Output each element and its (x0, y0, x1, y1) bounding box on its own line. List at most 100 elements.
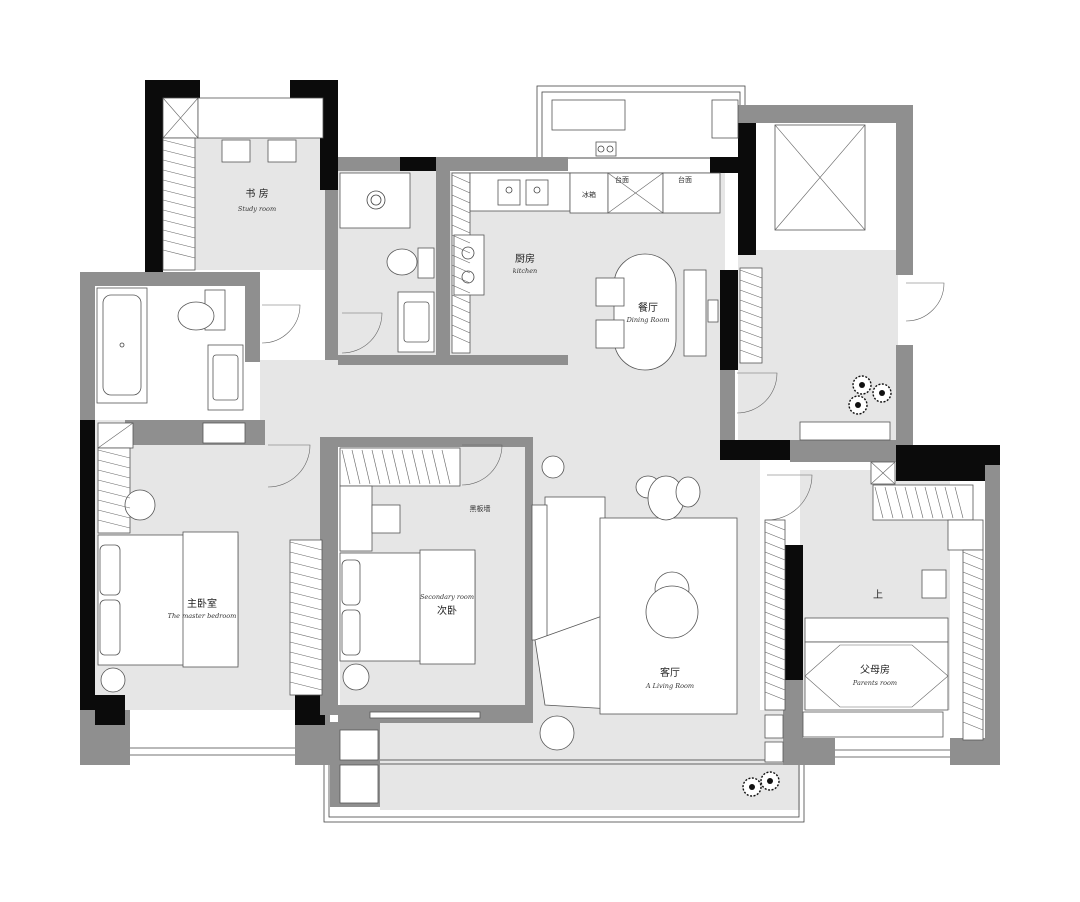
door-swing (461, 444, 503, 486)
countertop-top-label: 台面 (615, 175, 629, 184)
wardrobe-hatch-line (962, 551, 984, 561)
wardrobe-hatch-line (289, 681, 323, 691)
wardrobe-hatch-line (97, 479, 131, 489)
wardrobe-hatch-line (962, 631, 984, 641)
wardrobe-hatch-line (451, 244, 471, 254)
wardrobe-hatch-line (739, 309, 763, 319)
wardrobe-hatch-line (764, 641, 786, 651)
wardrobe-hatch-line (924, 486, 934, 519)
plant-center-icon (859, 382, 865, 388)
dining-label-en: Dining Room (626, 316, 670, 324)
wardrobe-hatch-line (764, 581, 786, 591)
wardrobe-hatch-line (371, 449, 381, 485)
plant-center-icon (749, 784, 755, 790)
wardrobe-hatch-line (451, 204, 471, 214)
wardrobe-hatch-line (451, 314, 471, 324)
wardrobe-hatch-line (764, 691, 786, 701)
wardrobe-hatch-line (451, 174, 471, 184)
bathroom-2 (339, 172, 435, 353)
wardrobe-hatch-line (421, 449, 431, 485)
wardrobe-hatch-line (289, 641, 323, 651)
blackboard-wall-label: 黑板墙 (470, 504, 491, 513)
wardrobe-hatch-line (411, 449, 421, 485)
wardrobe-hatch-line (162, 199, 196, 209)
wardrobe-hatch-line (764, 601, 786, 611)
wardrobe-hatch-line (361, 449, 371, 485)
wardrobe-hatch-line (764, 531, 786, 541)
wardrobe-hatch-line (739, 349, 763, 359)
wardrobe-hatch-line (341, 449, 351, 485)
wardrobe-hatch-line (162, 189, 196, 199)
wardrobe-hatch-line (451, 294, 471, 304)
door-swings (261, 282, 945, 521)
dining (595, 253, 719, 371)
wardrobe-hatch-line (962, 561, 984, 571)
wardrobe-hatch-line (451, 324, 471, 334)
wardrobe-hatch-line (351, 449, 361, 485)
wardrobe-hatch-line (739, 289, 763, 299)
wardrobe-hatch-line (764, 541, 786, 551)
wardrobe-hatch-line (289, 541, 323, 551)
wardrobe-hatch-line (764, 611, 786, 621)
wardrobe-hatch-line (962, 601, 984, 611)
wardrobe-hatch-line (97, 499, 131, 509)
master-label: 主卧室 (187, 597, 217, 610)
wardrobe-hatch-line (162, 179, 196, 189)
wardrobe-hatch-line (162, 219, 196, 229)
plant-center-icon (855, 402, 861, 408)
wardrobe-hatch-line (904, 486, 914, 519)
living-label: 客厅 (660, 666, 680, 679)
wardrobe-hatch-line (764, 681, 786, 691)
parents-label: 父母房 (860, 663, 890, 676)
wardrobe-hatch-line (962, 611, 984, 621)
wardrobe-hatch-line (962, 681, 984, 691)
wardrobe-hatch-line (764, 571, 786, 581)
wardrobe-hatch-line (289, 571, 323, 581)
wardrobe-hatch-line (97, 509, 131, 519)
wardrobe-hatch-line (451, 264, 471, 274)
door-swing (267, 444, 311, 488)
wardrobe-hatch-line (962, 641, 984, 651)
wardrobe-hatch-line (451, 304, 471, 314)
wardrobe-hatch-line (162, 149, 196, 159)
study-label: 书 房 (245, 187, 268, 200)
wardrobe-hatch-line (97, 519, 131, 529)
wardrobe-hatch-line (764, 621, 786, 631)
wardrobe-hatch-line (874, 486, 884, 519)
wardrobe-hatch-line (289, 591, 323, 601)
wardrobe-hatch-line (451, 194, 471, 204)
wardrobe-hatch-line (97, 489, 131, 499)
wardrobe-hatch-line (764, 551, 786, 561)
wardrobe-hatch-line (764, 671, 786, 681)
plant-center-icon (767, 778, 773, 784)
living-room (531, 455, 738, 751)
parents-label-en: Parents room (852, 679, 897, 687)
master-label-en: The master bedroom (168, 612, 237, 620)
wardrobe-hatch-line (764, 591, 786, 601)
wardrobe-hatch-line (739, 339, 763, 349)
fridge-label: 冰箱 (582, 190, 596, 199)
living-label-en: A Living Room (645, 682, 694, 690)
wardrobe-hatch-line (914, 486, 924, 519)
wardrobe-hatch-line (289, 581, 323, 591)
wardrobe-hatch-line (162, 229, 196, 239)
wardrobe-hatch-line (289, 631, 323, 641)
wardrobe-hatch-line (944, 486, 954, 519)
wardrobe-hatch-line (962, 701, 984, 711)
wardrobe-hatch-line (451, 214, 471, 224)
wardrobe-hatch-line (451, 224, 471, 234)
annotations: 冰箱 台面 台面 黑板墙 上 (470, 175, 884, 601)
wardrobe-hatch-line (162, 239, 196, 249)
wardrobe-hatch-line (451, 184, 471, 194)
wardrobe-hatch-line (97, 469, 131, 479)
secondary-bedroom (339, 447, 481, 804)
wardrobe-hatch-line (289, 561, 323, 571)
wardrobe-hatch-line (162, 159, 196, 169)
wardrobe-hatch-line (97, 459, 131, 469)
wardrobe-hatch-line (289, 671, 323, 681)
wardrobe-hatch-line (97, 449, 131, 459)
wardrobe-hatch-line (431, 449, 441, 485)
wardrobe-hatch-line (962, 721, 984, 731)
wardrobe-hatch-line (764, 521, 786, 531)
